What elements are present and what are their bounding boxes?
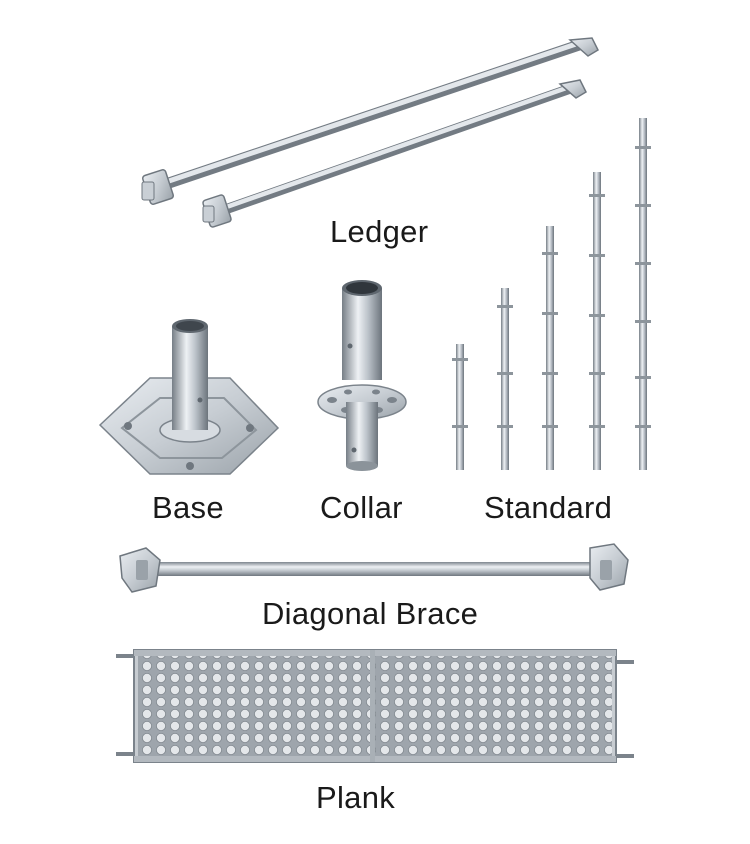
diagonal-brace-end-right — [589, 543, 629, 591]
ledger-label: Ledger — [330, 214, 429, 249]
ledger-top — [141, 37, 599, 205]
ledger-bottom — [202, 79, 587, 228]
base-label: Base — [152, 490, 224, 525]
ledger-top-end-right — [568, 37, 599, 57]
standard-1 — [452, 344, 468, 470]
ledger-bottom-end-left — [202, 194, 232, 228]
standard-5 — [635, 118, 651, 470]
collar-label: Collar — [320, 490, 403, 525]
base-jack — [98, 319, 280, 475]
standard-2 — [497, 288, 513, 470]
plank — [116, 649, 634, 763]
collar — [317, 280, 407, 471]
ledger-group — [141, 37, 599, 228]
standard-3 — [542, 226, 558, 470]
diagonal-brace-label: Diagonal Brace — [262, 596, 479, 631]
ledger-top-end-left — [141, 169, 175, 205]
diagonal-brace-end-left — [119, 547, 161, 593]
standard-label: Standard — [484, 490, 613, 525]
diagonal-brace — [119, 543, 629, 593]
standard-group — [452, 118, 651, 470]
standard-4 — [589, 172, 605, 470]
plank-label: Plank — [316, 780, 396, 815]
ledger-bottom-end-right — [558, 79, 587, 99]
